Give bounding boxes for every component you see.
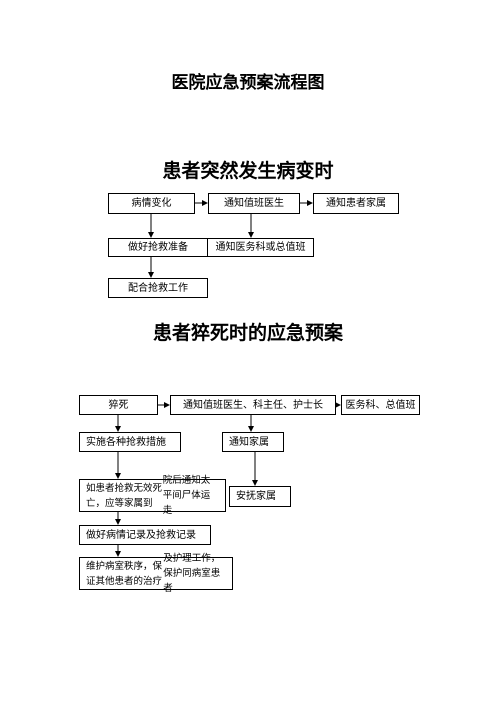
box-prepare-rescue: 做好抢救准备 [108, 238, 208, 257]
document-title: 医院应急预案流程图 [171, 73, 325, 93]
section2-title: 患者猝死时的应急预案 [152, 322, 343, 344]
rescue-ineffective-line1: 如患者抢救无效死亡，应等家属到 [86, 482, 163, 509]
box-comfort-family: 安抚家属 [229, 486, 291, 507]
box-records: 做好病情记录及抢救记录 [79, 525, 211, 545]
box-medical-dept: 医务科、总值班 [341, 395, 420, 415]
box-notify-doctor: 通知值班医生 [208, 193, 300, 214]
box-maintain-order: 维护病室秩序，保证其他患者的治疗 及护理工作，保护同病室患者 [79, 553, 233, 594]
box-rescue-ineffective: 如患者抢救无效死亡，应等家属到 院后通知太平间尸体运走 [79, 475, 226, 516]
box-rescue-measures: 实施各种抢救措施 [79, 432, 181, 452]
box-notify-medical-dept: 通知医务科或总值班 [208, 238, 314, 257]
box-assist-rescue: 配合抢救工作 [108, 278, 208, 298]
box-condition-change: 病情变化 [108, 193, 195, 214]
box-notify-family-2: 通知家属 [222, 432, 284, 452]
maintain-order-line1: 维护病室秩序，保证其他患者的治疗 [86, 560, 163, 587]
maintain-order-line2: 及护理工作，保护同病室患者 [163, 553, 221, 594]
box-sudden-death: 猝死 [79, 395, 158, 415]
section1-title: 患者突然发生病变时 [162, 160, 334, 182]
rescue-ineffective-line2: 院后通知太平间尸体运走 [162, 475, 211, 516]
box-notify-family: 通知患者家属 [313, 193, 399, 214]
